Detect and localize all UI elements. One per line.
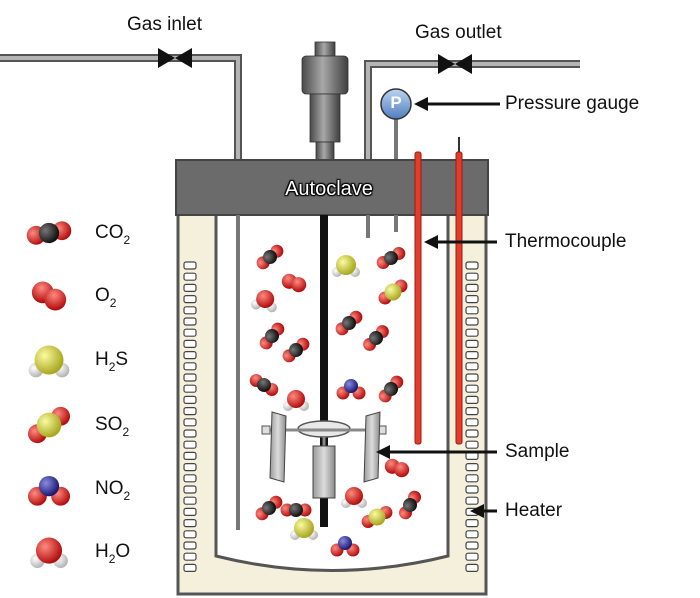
pressure-gauge-letter: P (390, 93, 402, 112)
molecule-co2 (282, 337, 310, 363)
legend-co2-icon (26, 221, 72, 245)
molecule-co2 (376, 247, 406, 269)
molecule-co2 (363, 325, 389, 351)
gas-inlet-pipe (0, 54, 242, 160)
legend-no2-label: NO2 (95, 478, 131, 503)
molecule-h2o (283, 390, 309, 411)
legend-co2-label: CO2 (95, 222, 131, 247)
legend-h2o-label: H2O (95, 541, 131, 566)
molecule-o2 (384, 458, 410, 478)
molecule-co2 (335, 310, 363, 336)
legend-h2s-icon (28, 345, 70, 378)
molecule-h2o (251, 290, 277, 313)
legend-o2-icon (31, 281, 67, 311)
molecule-no2 (336, 379, 366, 400)
legend-h2o-icon (30, 537, 68, 568)
molecule-co2 (378, 375, 404, 403)
autoclave-label: Autoclave (285, 178, 373, 200)
pressure-gauge (380, 88, 412, 160)
heater-coil-right (465, 261, 479, 573)
vessel-body (176, 208, 488, 596)
gas-inlet-label: Gas inlet (127, 14, 202, 35)
molecule-co2 (255, 495, 283, 521)
molecule-co2 (259, 322, 285, 350)
molecule-so2 (361, 505, 393, 529)
gas-inlet-valve (158, 48, 192, 68)
molecule-no2 (330, 536, 360, 557)
stirrer-motor (301, 41, 349, 161)
molecule-co2 (256, 244, 284, 270)
heater-coil-left (183, 261, 197, 573)
molecule-co2 (399, 490, 421, 520)
pressure-gauge-label: Pressure gauge (505, 93, 640, 114)
sample-label: Sample (505, 441, 570, 462)
molecule-co2 (280, 503, 312, 517)
molecule-o2 (281, 273, 307, 293)
stirrer-shaft (320, 215, 328, 527)
gas-outlet-pipe (364, 60, 580, 160)
legend-o2-label: O2 (95, 285, 117, 310)
legend-so2-icon (27, 406, 71, 444)
sample-plates (269, 411, 381, 499)
molecule-h2o (341, 487, 367, 508)
molecule-so2 (378, 279, 408, 305)
gas-outlet-label: Gas outlet (415, 22, 502, 43)
molecule-co2 (249, 374, 279, 396)
heater-label: Heater (505, 500, 563, 521)
legend-icons (26, 221, 72, 568)
molecule-h2s (290, 518, 318, 540)
molecule-h2s (332, 255, 360, 277)
legend-h2s-label: H2S (95, 349, 129, 374)
autoclave-lid (175, 159, 489, 216)
label-arrows (376, 97, 500, 518)
legend-so2-label: SO2 (95, 414, 130, 439)
gas-molecules (249, 244, 421, 557)
legend-no2-icon (27, 475, 71, 506)
thermocouple-label: Thermocouple (505, 231, 627, 252)
thermocouple-rods (414, 137, 463, 445)
gas-outlet-valve (438, 54, 472, 74)
